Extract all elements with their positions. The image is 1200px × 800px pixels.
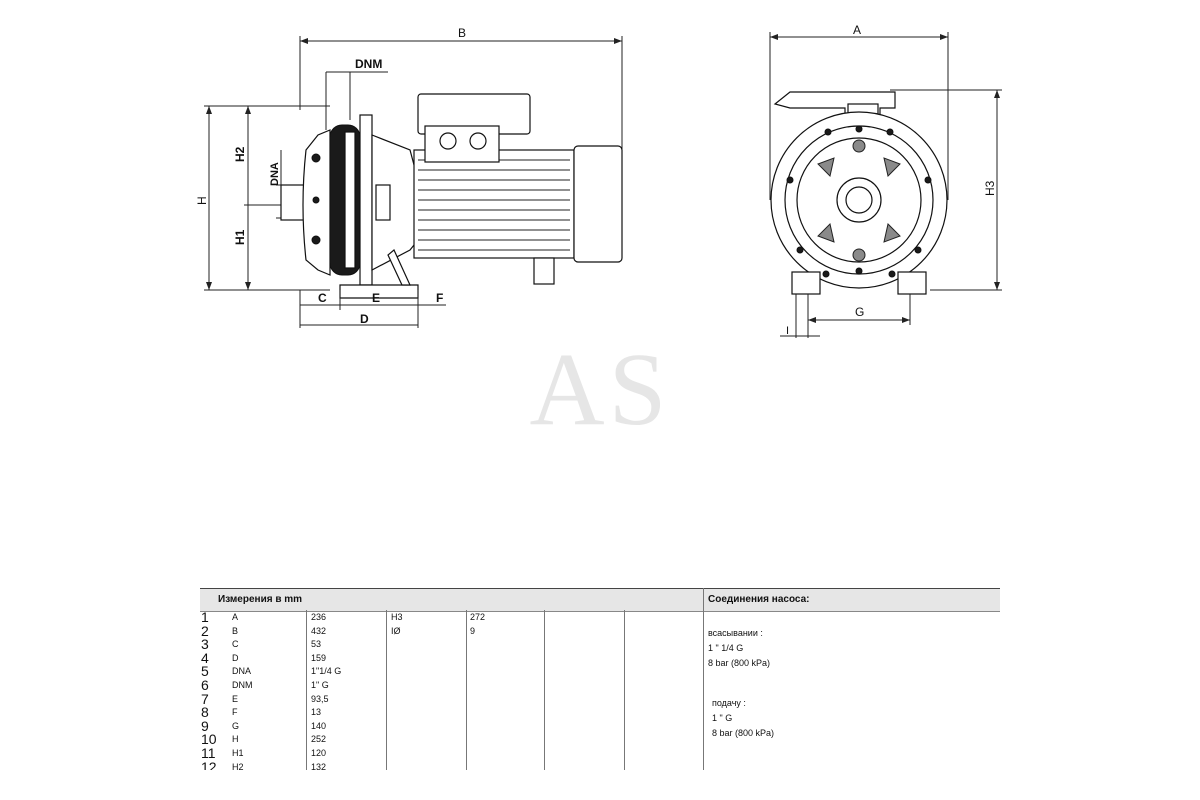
table-header-connections: Соединения насоса: (708, 594, 810, 605)
dim-label-h1: H1 (233, 229, 247, 245)
dimension-value: 236 (311, 612, 327, 622)
watermark: AS (529, 332, 671, 447)
dimension-value: 53 (311, 639, 322, 650)
dimension-value: 140 (311, 720, 327, 731)
suction-label: всасывании : (708, 628, 763, 638)
row-number: 5 (201, 663, 209, 680)
dim-label-e: E (372, 291, 380, 305)
table-row: 11 H1 120 (200, 745, 700, 762)
table-divider (544, 610, 545, 770)
dimension-value: 252 (311, 734, 327, 745)
dimension-key: DNM (232, 680, 253, 690)
dim-label-b: B (458, 26, 466, 40)
row-number: 1 (201, 609, 209, 625)
dim-label-f: F (436, 291, 443, 305)
dimension-value: 132 (311, 761, 327, 770)
dimension-key: DNA (232, 666, 252, 677)
table-row: 9 G 140 (200, 717, 700, 735)
dim-label-dna: DNA (269, 162, 281, 186)
dimension-key: D (232, 652, 239, 663)
table-row: 12 H2 132 (200, 758, 700, 770)
dimension-value: 120 (311, 748, 327, 758)
row-number: 8 (201, 704, 209, 721)
dimension-value-2: 9 (470, 625, 476, 636)
dim-label-g: G (855, 305, 864, 319)
dimension-key: E (232, 693, 239, 704)
table-row: 8 F 13 (200, 704, 700, 721)
row-number: 9 (201, 717, 209, 734)
dimension-key-2: IØ (391, 625, 401, 636)
delivery-label: подачу : (712, 698, 746, 708)
dimension-key: C (232, 639, 239, 650)
table-divider (703, 588, 704, 770)
front-view: A H3 (769, 23, 1002, 338)
dimension-value: 13 (311, 707, 322, 718)
row-number: 11 (201, 745, 216, 761)
row-number: 7 (201, 690, 209, 707)
table-divider (624, 610, 625, 770)
dim-label-i: I (786, 325, 789, 337)
dimension-key: H1 (232, 748, 244, 758)
dim-label-d: D (360, 312, 369, 326)
dimension-value-2: 272 (470, 612, 486, 622)
table-divider (306, 610, 307, 770)
dimension-value: 1"1/4 G (311, 666, 342, 677)
dimension-key: B (232, 625, 239, 636)
row-number: 12 (201, 758, 217, 770)
row-number: 6 (201, 677, 209, 693)
dim-label-a: A (853, 23, 861, 37)
dim-label-c: C (318, 291, 327, 305)
table-row: 4 D 159 (200, 649, 700, 667)
table-header: Измерения в mm Соединения насоса: (200, 588, 1000, 612)
dim-label-h2: H2 (233, 146, 247, 162)
delivery-pressure: 8 bar (800 kPa) (712, 728, 775, 738)
delivery-size: 1 " G (712, 713, 733, 723)
dimension-value: 93,5 (311, 693, 329, 704)
table-row: 7 E 93,5 (200, 690, 700, 708)
table-row: 2 B 432 IØ 9 (200, 622, 700, 640)
pump-dimension-drawing: B DNM H H2 H1 DNA (195, 23, 1002, 338)
dimension-key: H (232, 734, 239, 745)
table-row: 1 A 236 H3 272 (200, 609, 700, 626)
table-divider (466, 610, 467, 770)
row-number: 4 (201, 649, 209, 666)
row-number: 3 (201, 636, 209, 653)
dim-label-dnm: DNM (355, 57, 382, 71)
suction-pressure: 8 bar (800 kPa) (708, 658, 771, 668)
dimension-key-2: H3 (391, 612, 403, 622)
dim-label-h3: H3 (983, 180, 997, 196)
table-row: 6 DNM 1" G (200, 677, 700, 694)
dimension-key: H2 (232, 761, 244, 770)
dimension-value: 159 (311, 652, 327, 663)
table-divider (386, 610, 387, 770)
side-view: B DNM H H2 H1 DNA (195, 26, 623, 328)
dimension-value: 432 (311, 625, 327, 636)
row-number: 10 (201, 731, 217, 748)
table-row: 10 H 252 (200, 731, 700, 748)
dimension-key: F (232, 707, 238, 718)
table-row: 3 C 53 (200, 636, 700, 653)
row-number: 2 (201, 622, 209, 639)
dimension-key: G (232, 720, 240, 731)
suction-size: 1 " 1/4 G (708, 643, 744, 653)
dim-label-h: H (195, 196, 209, 205)
table-row: 5 DNA 1"1/4 G (200, 663, 700, 680)
dimension-key: A (232, 612, 239, 622)
table-header-dimensions: Измерения в mm (218, 594, 303, 605)
dimension-value: 1" G (311, 680, 329, 690)
